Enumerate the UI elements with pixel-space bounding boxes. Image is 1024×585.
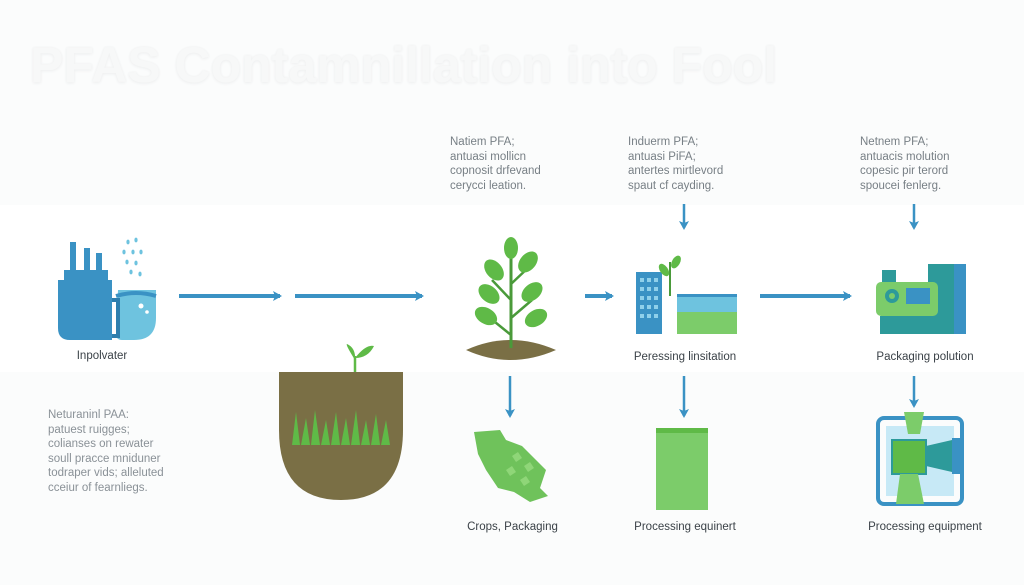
note-packaging-pfas: Netnem PFA; antuacis molution copesic pi… [860,136,950,192]
top-band [0,0,1024,205]
label-packaging: Packaging polution [876,351,974,363]
building-icon [636,255,737,334]
label-processing: Peressing linsitation [633,351,737,363]
note-water-pfas: Neturaninl PAA: patuest ruigges; colians… [48,409,164,494]
label-crops: Crops, Packaging [467,521,558,533]
diagram-title: PFAS Contamnillation into Fool [30,37,778,93]
map-icon [474,430,548,502]
package-icon [656,428,708,510]
note-industrial-pfas: Induerm PFA; antuasi PiFA; antertes mirt… [628,136,724,192]
vertical-arrows [505,204,919,418]
note-natural-pfas: Natiem PFA; antuasi mollicn copnosit drf… [450,136,541,192]
factory-icon [58,237,157,340]
label-input-water: Inpolvater [76,350,128,362]
machine-icon [876,264,966,334]
equipment-icon [876,412,964,506]
soil-icon [279,344,403,500]
label-equipment-2: Processing equipment [868,521,982,533]
label-equipment-1: Processing equinert [634,521,736,533]
plant-icon [466,237,556,360]
